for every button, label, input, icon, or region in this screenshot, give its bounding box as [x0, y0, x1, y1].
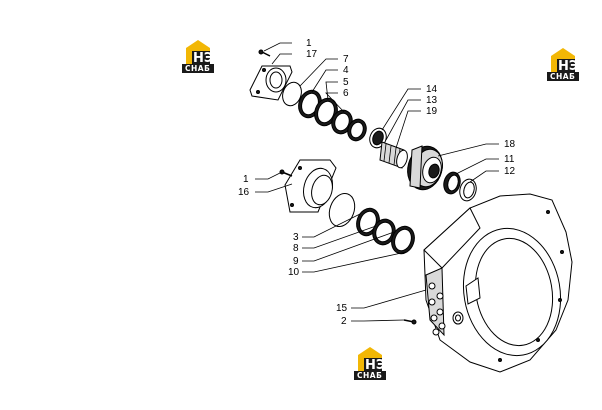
callout-12: 12 — [504, 166, 516, 177]
leader-lines — [255, 42, 499, 322]
top-cover-plate — [249, 65, 293, 101]
callout-19: 19 — [426, 106, 438, 117]
watermark-logo-bottom: HЭ СНАБ — [354, 347, 386, 380]
gear-18 — [407, 145, 443, 191]
left-cover-16 — [284, 159, 337, 213]
callout-3: 3 — [293, 232, 299, 243]
callout-14: 14 — [426, 84, 438, 95]
top-bolt — [258, 49, 271, 57]
ring-6 — [347, 118, 367, 142]
callout-9: 9 — [293, 256, 299, 267]
callout-11: 11 — [504, 154, 515, 165]
callout-18: 18 — [504, 139, 516, 150]
callout-1-left: 1 — [243, 174, 249, 185]
callout-6: 6 — [343, 88, 349, 99]
callout-16: 16 — [238, 187, 250, 198]
logo-word: СНАБ — [185, 64, 210, 73]
callout-10: 10 — [288, 267, 300, 278]
callout-17: 17 — [306, 49, 318, 60]
callout-8: 8 — [293, 243, 299, 254]
logo-word: СНАБ — [357, 371, 382, 380]
callout-15: 15 — [336, 303, 348, 314]
callout-13: 13 — [426, 95, 438, 106]
housing-bolt-2 — [403, 319, 417, 325]
logo-initials: HЭ — [365, 358, 385, 373]
top-gasket — [282, 81, 302, 107]
logo-initials: HЭ — [193, 51, 213, 66]
logo-word: СНАБ — [550, 72, 575, 81]
callout-4: 4 — [343, 65, 349, 76]
left-bolt — [279, 169, 293, 177]
callout-5: 5 — [343, 77, 349, 88]
watermark-logo-top-right: HЭ СНАБ — [547, 48, 579, 81]
bearing-11 — [443, 171, 461, 195]
ring-5 — [331, 109, 353, 135]
ring-8 — [372, 218, 396, 246]
gearbox-housing-15 — [423, 193, 573, 373]
ring-9 — [391, 225, 415, 255]
shaft-19 — [379, 141, 408, 169]
watermark-logo-top-left: HЭ СНАБ — [182, 40, 214, 73]
bearing-12 — [459, 178, 477, 202]
callout-1-top: 1 — [306, 38, 312, 49]
logo-initials: HЭ — [558, 59, 578, 74]
callout-7: 7 — [343, 54, 349, 65]
callout-labels: 1 17 7 4 5 6 14 13 19 18 11 12 1 16 3 8 … — [238, 38, 516, 327]
callout-2: 2 — [341, 316, 347, 327]
